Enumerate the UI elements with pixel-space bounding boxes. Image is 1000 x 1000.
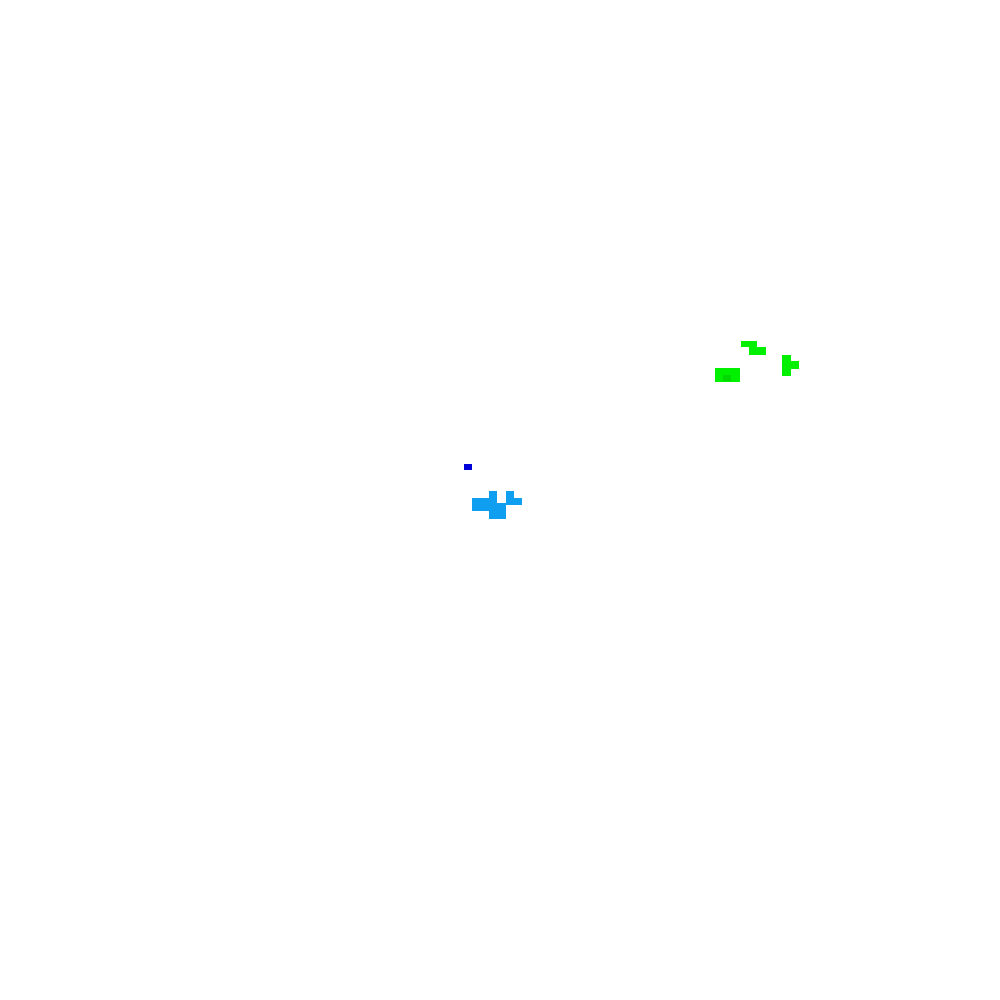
light-blue-cluster-cell xyxy=(472,498,489,511)
green-cluster-cell xyxy=(789,361,799,369)
green-cluster-cell xyxy=(782,355,791,376)
light-blue-cluster-cell xyxy=(489,491,497,511)
light-blue-cluster-cell xyxy=(506,498,522,505)
dark-blue-cell-cell xyxy=(464,464,472,470)
green-cluster-shade xyxy=(723,375,731,381)
light-blue-cluster-cell xyxy=(489,503,506,519)
light-blue-cluster-cell xyxy=(506,491,514,504)
green-cluster-cell xyxy=(741,341,757,347)
green-cluster-cell xyxy=(749,347,766,355)
